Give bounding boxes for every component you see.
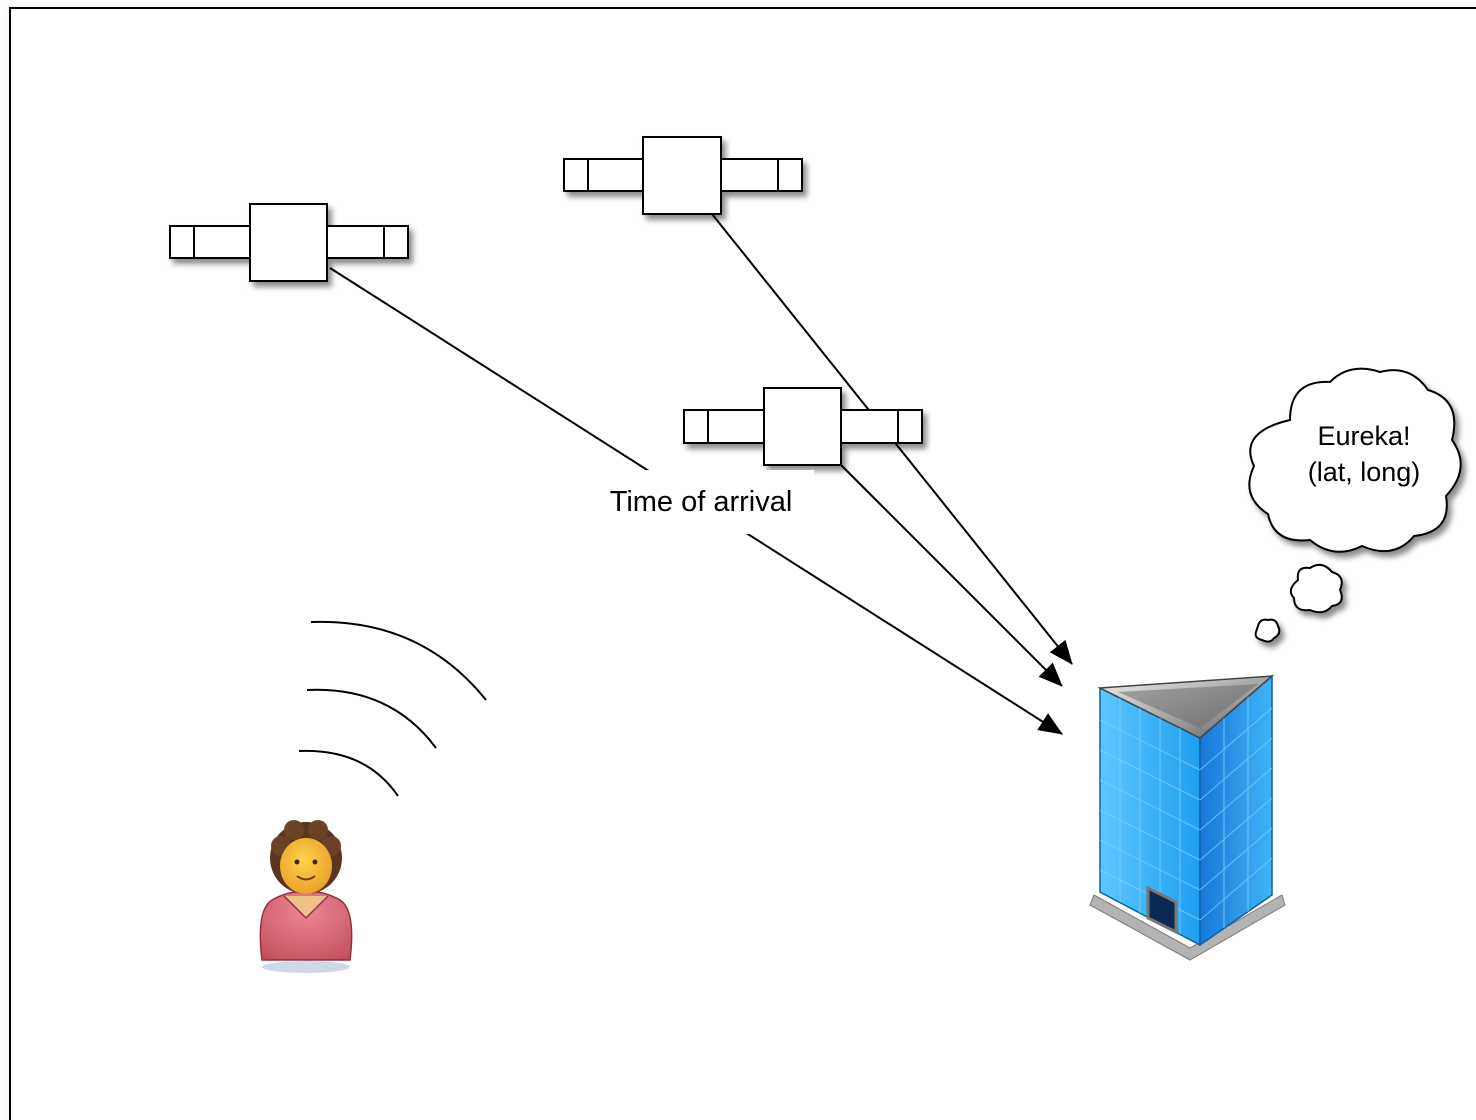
satellite-icon: [169, 203, 409, 282]
satellite-icon: [683, 387, 923, 466]
thought-cloud-icon: [1248, 367, 1462, 643]
signal-line-middle-satellite: [839, 463, 1063, 687]
radio-waves-icon: [298, 620, 487, 797]
page-frame: [9, 7, 1476, 1120]
person-icon: [259, 820, 353, 973]
office-building-icon: [1089, 674, 1286, 961]
thought-text: Eureka! (lat, long): [1262, 418, 1466, 490]
time-of-arrival-label: Time of arrival: [588, 470, 814, 534]
thought-line-eureka: Eureka!: [1317, 421, 1411, 451]
thought-line-coordinates: (lat, long): [1307, 457, 1421, 487]
satellite-icon: [563, 136, 803, 215]
